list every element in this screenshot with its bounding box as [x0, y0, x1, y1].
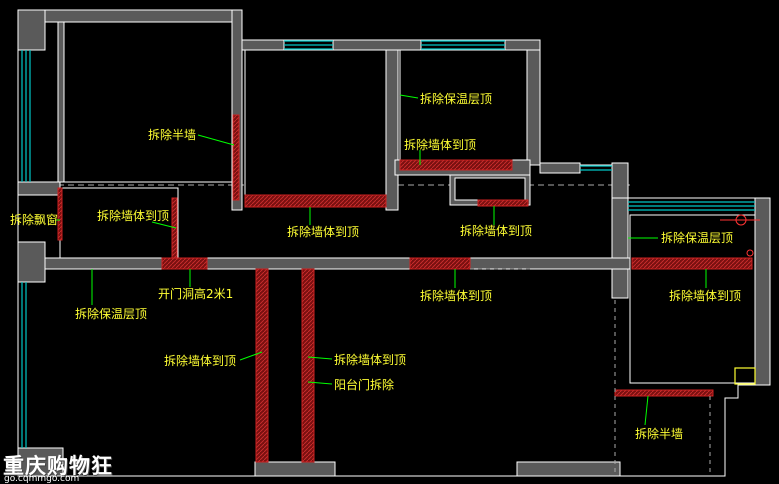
- demolition-walls: [57, 114, 753, 463]
- label-wall-to-top-a: 拆除墙体到顶: [404, 138, 477, 152]
- label-wall-to-top-center: 拆除墙体到顶: [287, 225, 360, 239]
- demolish-step-wall: [477, 199, 529, 207]
- wall-center-horizontal: [17, 257, 631, 270]
- label-insulation-bottom-left: 拆除保温层顶: [75, 307, 148, 321]
- wall-bottom-left: [17, 447, 64, 477]
- label-door-height: 开门洞高2米1: [158, 287, 234, 301]
- wall-bottom-mid: [254, 461, 336, 477]
- label-wall-to-top-right: 拆除墙体到顶: [460, 224, 533, 238]
- wall-right-mid-block: [611, 197, 629, 299]
- walls: [17, 9, 771, 477]
- wall-mid-col: [385, 49, 399, 211]
- wall-top-mid: [241, 39, 285, 51]
- wall-right-step: [539, 162, 581, 174]
- wall-left-lower: [17, 241, 46, 283]
- leader-lines: [55, 94, 707, 426]
- demolish-column-b: [301, 268, 315, 463]
- fixtures: [720, 214, 760, 385]
- wall-top-mid2: [332, 39, 422, 51]
- label-bay-window: 拆除飘窗: [10, 213, 59, 227]
- label-half-wall-top: 拆除半墙: [148, 128, 197, 142]
- watermark-url: go.cqmmgo.com: [4, 474, 80, 484]
- room-top-left: [63, 21, 233, 183]
- wall-top-right: [504, 39, 541, 51]
- label-wall-to-top-lower-left: 拆除墙体到顶: [164, 354, 237, 368]
- demolish-half-wall-top: [232, 114, 240, 201]
- rooms: [59, 21, 756, 384]
- label-half-wall-bottom: 拆除半墙: [635, 427, 684, 441]
- label-wall-to-top-lower-mid: 拆除墙体到顶: [334, 353, 407, 367]
- wall-top-left: [44, 9, 243, 23]
- demolish-top-middle-wall: [244, 194, 387, 208]
- demolish-half-wall-bottom: [614, 389, 714, 397]
- room-top-right: [399, 49, 528, 161]
- label-insulation-top-right-room: 拆除保温层顶: [420, 92, 493, 106]
- label-wall-to-top-left: 拆除墙体到顶: [97, 209, 170, 223]
- demolish-corridor: [409, 257, 471, 270]
- windows: [21, 40, 755, 448]
- wall-left-upper: [17, 9, 46, 51]
- wall-far-right-side: [754, 197, 771, 386]
- wall-left-room-divider: [57, 21, 65, 183]
- demolish-door-opening: [161, 257, 208, 270]
- wall-left-mid: [17, 181, 61, 196]
- wall-far-right-top: [611, 162, 629, 199]
- label-wall-to-top-far-right: 拆除墙体到顶: [669, 289, 742, 303]
- room-top-middle: [244, 49, 387, 196]
- room-far-right: [629, 214, 756, 384]
- label-balcony-door: 阳台门拆除: [334, 378, 395, 392]
- demolish-far-right: [631, 257, 753, 270]
- watermark-brand: 重庆购物狂: [3, 454, 113, 478]
- label-wall-to-top-corridor: 拆除墙体到顶: [420, 289, 493, 303]
- demolish-top-right-wall: [399, 159, 513, 171]
- label-insulation-far-right: 拆除保温层顶: [661, 231, 734, 245]
- dashed-guides: [470, 268, 711, 476]
- wall-bottom-right: [516, 461, 621, 477]
- demolish-bay-window: [57, 187, 63, 241]
- room-step: [454, 177, 526, 201]
- room-left-bay: [59, 187, 179, 259]
- demolish-column-a: [255, 268, 269, 463]
- wall-right-col: [526, 49, 541, 166]
